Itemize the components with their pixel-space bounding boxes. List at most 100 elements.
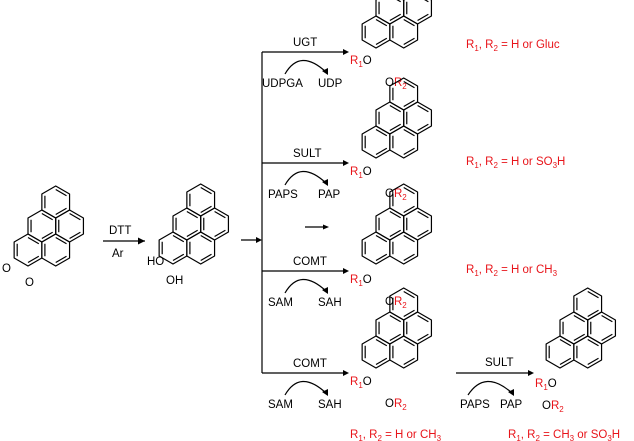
aromatic-ring — [13, 233, 43, 267]
aromatic-ring — [389, 15, 419, 49]
cofactor-arrowhead — [322, 179, 328, 186]
product-top-substituent: R1O — [350, 274, 372, 288]
double-bond — [375, 253, 388, 261]
double-bond — [587, 309, 599, 317]
cofactor-arrow — [284, 59, 327, 75]
branch-arrowhead — [343, 160, 349, 166]
double-bond — [403, 235, 415, 243]
double-bond — [403, 147, 415, 155]
coproduct-label: PAP — [318, 189, 340, 201]
second-product-skeleton — [545, 287, 617, 369]
aromatic-ring — [361, 231, 391, 265]
double-bond — [559, 339, 572, 347]
product-top-substituent: R1O — [350, 376, 372, 390]
aromatic-ring — [389, 335, 419, 369]
reduction-arrowhead — [138, 237, 145, 245]
aromatic-ring — [403, 101, 433, 135]
second-arrowhead — [528, 370, 534, 376]
double-bond — [200, 235, 212, 243]
dione-oxygen-1: O — [2, 263, 11, 275]
branch-arrowhead — [343, 268, 349, 274]
double-bond — [375, 339, 388, 347]
double-bond — [389, 13, 401, 21]
aromatic-ring — [389, 77, 419, 111]
aromatic-ring — [403, 207, 433, 241]
double-bond — [200, 253, 212, 261]
product-bottom-substituent: OR2 — [385, 188, 407, 202]
double-bond — [403, 357, 415, 365]
double-bond — [403, 339, 415, 347]
double-bond — [417, 211, 429, 219]
cosubstrate-label: SAM — [268, 399, 293, 411]
double-bond — [417, 315, 429, 323]
reduction-step: DTT Ar — [103, 225, 145, 260]
coproduct-label: SAH — [318, 399, 342, 411]
double-bond — [417, 105, 429, 113]
double-bond — [172, 235, 185, 243]
double-bond — [389, 123, 401, 131]
aromatic-ring — [27, 209, 57, 243]
double-bond — [587, 291, 599, 299]
double-bond — [69, 231, 81, 239]
product-top-substituent: R1O — [350, 55, 372, 69]
double-bond — [559, 357, 572, 365]
aromatic-ring — [41, 233, 71, 267]
aromatic-ring — [375, 311, 405, 345]
double-bond — [375, 37, 388, 45]
coproduct-label: UDP — [318, 78, 343, 90]
double-bond — [403, 129, 415, 137]
double-bond — [403, 19, 415, 27]
dione-oxygen-2: O — [25, 277, 34, 289]
to-branch-arrowhead — [256, 237, 262, 243]
empty-short-arrowhead — [323, 224, 329, 230]
aromatic-ring — [361, 335, 391, 369]
aromatic-ring — [403, 0, 433, 25]
double-bond — [69, 213, 81, 221]
enzyme-label: COMT — [293, 358, 327, 370]
double-bond — [573, 315, 585, 323]
aromatic-ring — [41, 185, 71, 219]
catechol-product: HO OH — [147, 256, 183, 287]
double-bond — [403, 291, 415, 299]
double-bond — [389, 229, 401, 237]
enzyme-label: UGT — [293, 37, 317, 49]
cofactor-arrowhead — [322, 389, 328, 396]
catechol-skeleton — [158, 183, 230, 265]
double-bond — [41, 213, 53, 221]
reagent-label: DTT — [109, 225, 131, 237]
product-skeleton — [361, 287, 433, 369]
second-bottom-substituent: OR2 — [542, 400, 564, 414]
aromatic-ring — [186, 183, 216, 217]
branch-arrowhead — [343, 49, 349, 55]
double-bond — [55, 207, 67, 215]
dione-skeleton — [13, 185, 85, 267]
double-bond — [403, 253, 415, 261]
enzyme-label: COMT — [293, 256, 327, 268]
double-bond — [389, 333, 401, 341]
product-bottom-substituent: OR2 — [385, 398, 407, 412]
double-bond — [375, 129, 388, 137]
double-bond — [27, 255, 40, 263]
double-bond — [375, 235, 388, 243]
double-bond — [573, 333, 585, 341]
r-group-definition: R1, R2 = H or CH3 — [466, 264, 558, 278]
double-bond — [172, 253, 185, 261]
second-cofactor-arrow — [467, 380, 513, 396]
double-bond — [601, 315, 613, 323]
aromatic-ring — [55, 209, 85, 243]
double-bond — [601, 333, 613, 341]
double-bond — [587, 339, 599, 347]
branch-arrowhead — [343, 370, 349, 376]
second-enzyme-label: SULT — [485, 357, 514, 369]
aromatic-ring — [573, 335, 603, 369]
product-skeleton — [361, 77, 433, 159]
aromatic-ring — [389, 125, 419, 159]
double-bond — [41, 231, 53, 239]
double-bond — [403, 187, 415, 195]
catechol-oh-1: HO — [147, 256, 164, 268]
aromatic-ring — [375, 207, 405, 241]
